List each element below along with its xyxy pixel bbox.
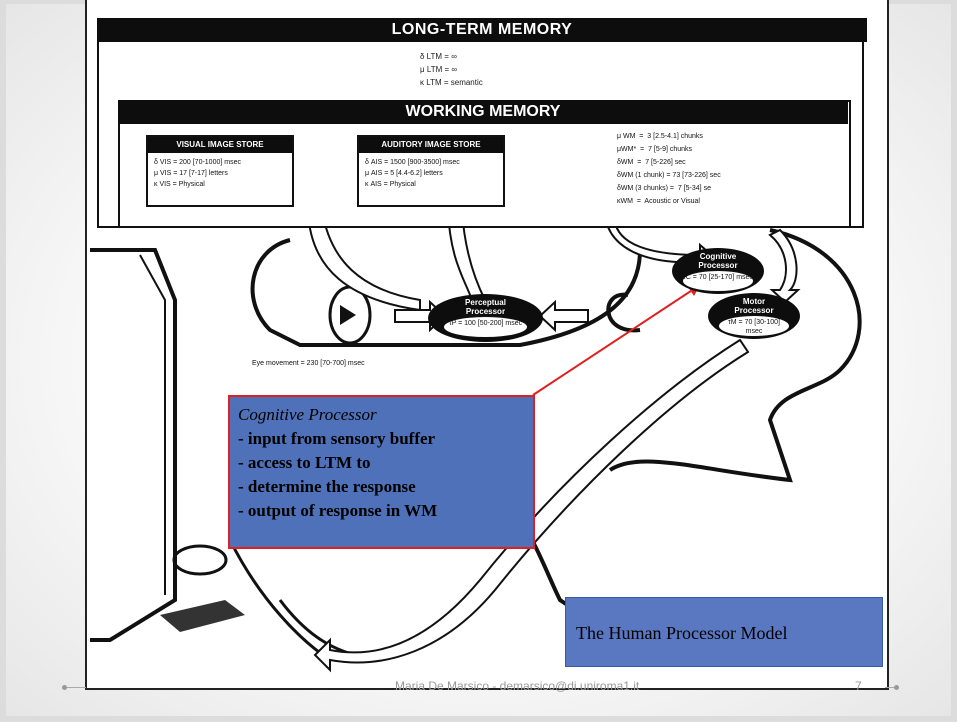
aud-param: μ AIS = 5 [4.4-6.2] letters xyxy=(365,170,443,177)
wm-params: μ WM = 3 [2.5-4.1] chunks μWM* = 7 [5-9]… xyxy=(617,133,721,205)
perceptual-processor: Perceptual Processor τP = 100 [50-200] m… xyxy=(428,294,543,342)
footer-rule-left xyxy=(66,687,86,688)
callout-connector xyxy=(532,284,701,396)
footer-dot-left xyxy=(62,685,67,690)
callout-line: - determine the response xyxy=(238,477,416,496)
aud-param: δ AIS = 1500 [900-3500] msec xyxy=(365,159,460,166)
cognitive-value: τC = 70 [25-170] msec xyxy=(682,270,754,292)
vis-param: κ VIS = Physical xyxy=(154,181,205,188)
page-number: 7 xyxy=(855,679,862,693)
motor-value: τM = 70 [30-100] msec xyxy=(718,315,790,337)
auditory-image-store: AUDITORY IMAGE STORE δ AIS = 1500 [900-3… xyxy=(357,135,505,207)
ltm-params: δ LTM = ∞ μ LTM = ∞ κ LTM = semantic xyxy=(420,50,483,89)
slide-footer: Maria De Marsico - demarsico@di.uniroma1… xyxy=(395,679,640,693)
vis-param: μ VIS = 17 [7-17] letters xyxy=(154,170,228,177)
keyboard-shape xyxy=(160,600,245,632)
ltm-param: μ LTM = ∞ xyxy=(420,65,458,74)
perceptual-title: Perceptual Processor xyxy=(465,298,506,316)
ltm-param: δ LTM = ∞ xyxy=(420,52,457,61)
arrow-to-motor xyxy=(768,228,801,304)
cognitive-title: Cognitive Processor xyxy=(698,252,738,270)
ltm-param: κ LTM = semantic xyxy=(420,78,483,87)
cognitive-processor-callout: Cognitive Processor - input from sensory… xyxy=(228,395,535,549)
visual-store-params: δ VIS = 200 [70-1000] msec μ VIS = 17 [7… xyxy=(148,153,292,194)
aud-param: κ AIS = Physical xyxy=(365,181,416,188)
arrow-motor-to-hand xyxy=(313,338,750,673)
eye-movement-label: Eye movement = 230 [70-700] msec xyxy=(252,360,365,367)
footer-dot-right xyxy=(894,685,899,690)
callout-line: - input from sensory buffer xyxy=(238,429,436,448)
footer-rule-right xyxy=(885,687,895,688)
auditory-store-title: AUDITORY IMAGE STORE xyxy=(359,137,503,153)
motor-processor: Motor Processor τM = 70 [30-100] msec xyxy=(708,293,800,339)
callout-line: - output of response in WM xyxy=(238,501,438,520)
ltm-title: LONG-TERM MEMORY xyxy=(97,18,867,42)
callout-line: - access to LTM to xyxy=(238,453,371,472)
vis-param: δ VIS = 200 [70-1000] msec xyxy=(154,159,241,166)
ear-shape xyxy=(606,292,641,333)
callout-title: Cognitive Processor xyxy=(238,405,377,424)
auditory-store-params: δ AIS = 1500 [900-3500] msec μ AIS = 5 [… xyxy=(359,153,503,194)
slide-title-box: The Human Processor Model xyxy=(565,597,883,667)
cognitive-processor: Cognitive Processor τC = 70 [25-170] mse… xyxy=(672,248,764,294)
visual-store-title: VISUAL IMAGE STORE xyxy=(148,137,292,153)
visual-image-store: VISUAL IMAGE STORE δ VIS = 200 [70-1000]… xyxy=(146,135,294,207)
perceptual-value: τP = 100 [50-200] msec xyxy=(443,316,528,338)
wm-title: WORKING MEMORY xyxy=(118,100,848,124)
motor-title: Motor Processor xyxy=(734,297,774,315)
arrow-ear-to-perceptual xyxy=(538,299,589,333)
